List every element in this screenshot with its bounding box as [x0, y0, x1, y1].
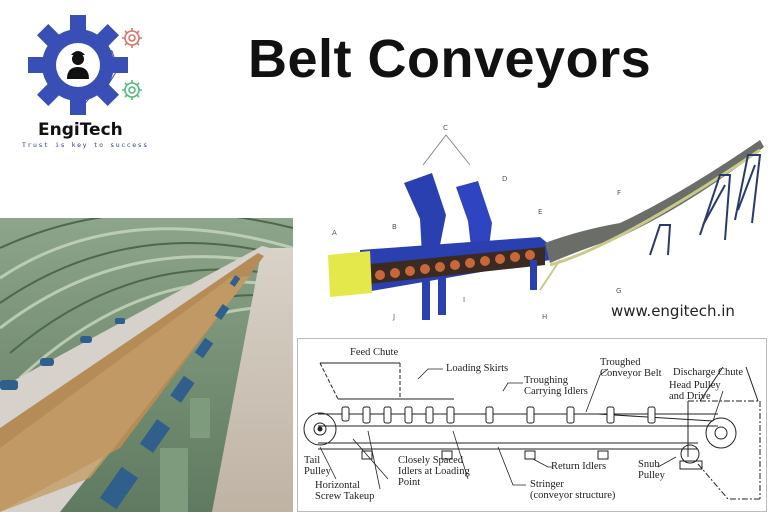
conveyor-render-diagram: A B C D E F G H I J: [320, 115, 768, 330]
website-url[interactable]: www.engitech.in: [611, 302, 735, 320]
gear-engineer-icon: [28, 15, 142, 115]
label-e: E: [538, 208, 542, 216]
label-loading-skirts: Loading Skirts: [446, 363, 509, 374]
label-g: G: [616, 287, 621, 295]
label-tail-pulley: Tail Pulley: [304, 455, 331, 478]
label-stringer: Stringer (conveyor structure): [530, 479, 616, 502]
label-b: B: [392, 223, 397, 231]
schematic-diagram: Feed Chute Loading Skirts Troughing Carr…: [297, 338, 767, 512]
label-return-idlers: Return Idlers: [551, 461, 607, 472]
conveyor-photo: [0, 218, 293, 512]
page-title: Belt Conveyors: [248, 29, 652, 89]
label-troughed-belt: Troughed Conveyor Belt: [600, 357, 662, 380]
label-snub-pulley: Snub Pulley: [638, 459, 665, 482]
label-screw-takeup: Horizontal Screw Takeup: [315, 480, 375, 503]
brand-name: EngiTech: [38, 120, 123, 140]
label-troughing-idlers: Troughing Carrying Idlers: [524, 375, 588, 398]
brand-tagline: Trust is key to success: [22, 141, 149, 149]
label-closely-spaced: Closely Spaced Idlers at Loading Point: [398, 455, 470, 489]
logo: [20, 10, 150, 120]
label-feed-chute: Feed Chute: [350, 347, 399, 358]
label-discharge-chute: Discharge Chute: [673, 367, 744, 378]
label-d: D: [502, 175, 507, 183]
label-c: C: [443, 124, 448, 132]
label-a: A: [332, 229, 337, 237]
label-i: I: [463, 296, 465, 304]
label-head-pulley: Head Pulley and Drive: [669, 380, 721, 403]
label-h: H: [542, 313, 547, 321]
label-f: F: [617, 189, 621, 197]
label-j: J: [392, 313, 395, 321]
